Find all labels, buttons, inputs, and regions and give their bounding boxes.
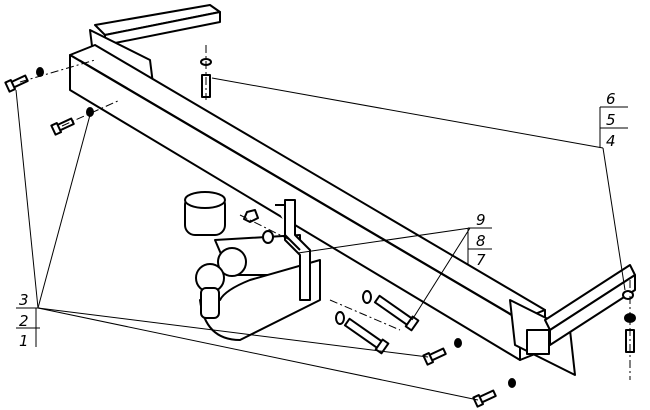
bolt bbox=[422, 347, 447, 366]
callout-7: 7 bbox=[476, 251, 486, 269]
right-mounting-bracket bbox=[509, 264, 636, 376]
long-bolt bbox=[343, 317, 390, 355]
callout-5: 5 bbox=[606, 111, 616, 129]
bolt bbox=[4, 74, 29, 93]
callout-2: 2 bbox=[19, 312, 29, 330]
callout-leaders bbox=[15, 77, 628, 401]
main-crossbeam bbox=[69, 44, 546, 361]
tow-ball-mount bbox=[184, 191, 321, 341]
callout-8: 8 bbox=[476, 232, 486, 250]
callout-4: 4 bbox=[606, 132, 616, 150]
callout-3: 3 bbox=[19, 291, 29, 309]
fasteners bbox=[4, 45, 636, 408]
callout-1: 1 bbox=[19, 332, 29, 350]
long-bolt bbox=[373, 294, 420, 332]
bolt bbox=[472, 389, 497, 408]
callout-9: 9 bbox=[476, 211, 486, 229]
callout-6: 6 bbox=[606, 90, 616, 108]
